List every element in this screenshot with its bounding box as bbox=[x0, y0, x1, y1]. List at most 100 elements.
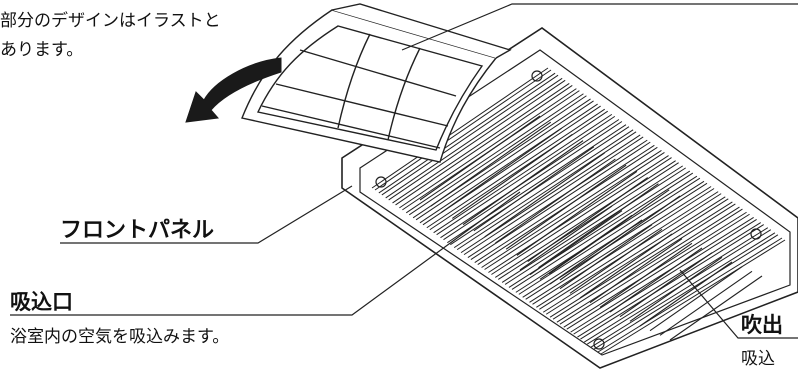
grille-slat bbox=[556, 206, 740, 323]
outlet-louver bbox=[599, 242, 693, 308]
grille-slat-edge bbox=[593, 234, 779, 350]
grille-slat bbox=[597, 237, 783, 353]
outlet-louver bbox=[649, 266, 743, 332]
intake-louver bbox=[548, 189, 670, 275]
grille-slat bbox=[426, 108, 606, 229]
intake-louver bbox=[430, 121, 552, 207]
grille-slat-edge bbox=[470, 141, 651, 260]
screw-hole bbox=[375, 176, 387, 188]
leader-line-front-panel bbox=[60, 185, 353, 244]
intake-louver bbox=[505, 164, 627, 250]
grille-slat bbox=[529, 186, 712, 303]
outlet-louver bbox=[639, 261, 733, 327]
grille-slat-edge bbox=[552, 203, 736, 320]
leader-line-filter bbox=[401, 3, 798, 51]
outlet-louver bbox=[629, 256, 723, 322]
grille-slat bbox=[536, 191, 719, 308]
outlet-louver bbox=[519, 205, 613, 271]
grille-slat bbox=[433, 113, 613, 234]
grille-slat-edge bbox=[456, 131, 637, 251]
outlet-louver bbox=[609, 247, 703, 313]
grille-slat bbox=[453, 129, 634, 249]
grille-slat-edge bbox=[600, 239, 786, 355]
grille-slat bbox=[392, 83, 570, 204]
intake-louver bbox=[516, 170, 638, 256]
grille-slat-edge bbox=[511, 172, 694, 290]
grille-slat-edge bbox=[566, 213, 750, 330]
intake-louver bbox=[559, 195, 681, 281]
screw-hole bbox=[750, 228, 762, 240]
grille-slat bbox=[405, 93, 584, 214]
grille-slat bbox=[399, 88, 577, 209]
leader-line-outlet bbox=[679, 269, 798, 339]
grille-slat-edge bbox=[450, 126, 630, 246]
grille-slat-edge bbox=[463, 136, 644, 256]
grille-slat-edge bbox=[395, 85, 573, 206]
intake-louver bbox=[473, 146, 595, 232]
outlet-louver bbox=[659, 270, 753, 336]
grille-slat-edge bbox=[532, 188, 715, 305]
grille-slat-edge bbox=[408, 95, 587, 216]
grille-slat-edge bbox=[381, 74, 559, 196]
outlet-louver bbox=[669, 275, 763, 341]
grille-slat-edge bbox=[374, 69, 552, 191]
grille-slat bbox=[419, 103, 598, 224]
grille-slat-edge bbox=[484, 152, 665, 270]
grille-slat-edge bbox=[436, 115, 616, 236]
grille-slat bbox=[474, 144, 655, 263]
outlet-louver bbox=[569, 228, 663, 294]
design-note-line1: 部分のデザインはイラストと bbox=[0, 11, 221, 31]
intake-louver bbox=[527, 177, 649, 262]
grille-slat-edge bbox=[559, 208, 743, 325]
grille-slat bbox=[570, 216, 754, 333]
outlet-louver bbox=[589, 238, 683, 304]
grille-slat bbox=[501, 165, 683, 283]
grille-slat-edge bbox=[545, 198, 729, 315]
filter-panel bbox=[241, 3, 512, 163]
grille-slat-edge bbox=[491, 157, 672, 275]
outlet-louver bbox=[619, 252, 713, 318]
outlet-louver bbox=[529, 210, 623, 276]
grille-slat-edge bbox=[580, 224, 764, 340]
intake-louver bbox=[484, 152, 605, 238]
intake-louver bbox=[441, 127, 562, 213]
intake-louver bbox=[451, 134, 573, 219]
grille-slat bbox=[467, 139, 648, 258]
grille-slat bbox=[378, 72, 556, 194]
outlet-louvers bbox=[419, 115, 763, 341]
intake-louver bbox=[538, 183, 659, 269]
grille-slat-edge bbox=[415, 100, 594, 221]
grille-slat-edge bbox=[498, 162, 679, 280]
grille-slat bbox=[590, 232, 776, 348]
grille-slat-edge bbox=[429, 110, 609, 231]
grille-slats bbox=[371, 67, 786, 355]
front-panel-label: フロントパネル bbox=[60, 218, 215, 243]
grille-slat bbox=[495, 160, 676, 278]
grille-slat-edge bbox=[504, 167, 686, 285]
intake-louver bbox=[462, 140, 584, 226]
intake-description: 浴室内の空気を吸込みます。 bbox=[10, 327, 230, 347]
screw-hole bbox=[531, 70, 543, 82]
outlet-louver bbox=[549, 219, 643, 285]
outlet-louver bbox=[579, 233, 673, 299]
vent-unit-inner-frame bbox=[359, 49, 791, 356]
grille-slat bbox=[481, 150, 662, 268]
intake-louver bbox=[419, 115, 541, 201]
grille-slat-edge bbox=[573, 218, 757, 335]
leader-line-intake bbox=[10, 191, 521, 316]
grille-slat-edge bbox=[443, 121, 623, 241]
grille-slat bbox=[542, 196, 726, 313]
intake-label: 吸込口 bbox=[10, 290, 73, 314]
intake-louver bbox=[495, 158, 616, 244]
grille-slat-edge bbox=[518, 177, 701, 295]
outlet-label: 吹出 bbox=[741, 313, 783, 337]
design-note-line2: あります。 bbox=[0, 40, 84, 60]
grille-slat bbox=[488, 155, 669, 273]
screw-hole bbox=[593, 338, 605, 350]
grille-slat bbox=[385, 77, 563, 199]
grille-slat bbox=[577, 222, 761, 338]
outlet-description: 吸込 bbox=[741, 349, 775, 369]
grille-slat bbox=[584, 227, 769, 343]
